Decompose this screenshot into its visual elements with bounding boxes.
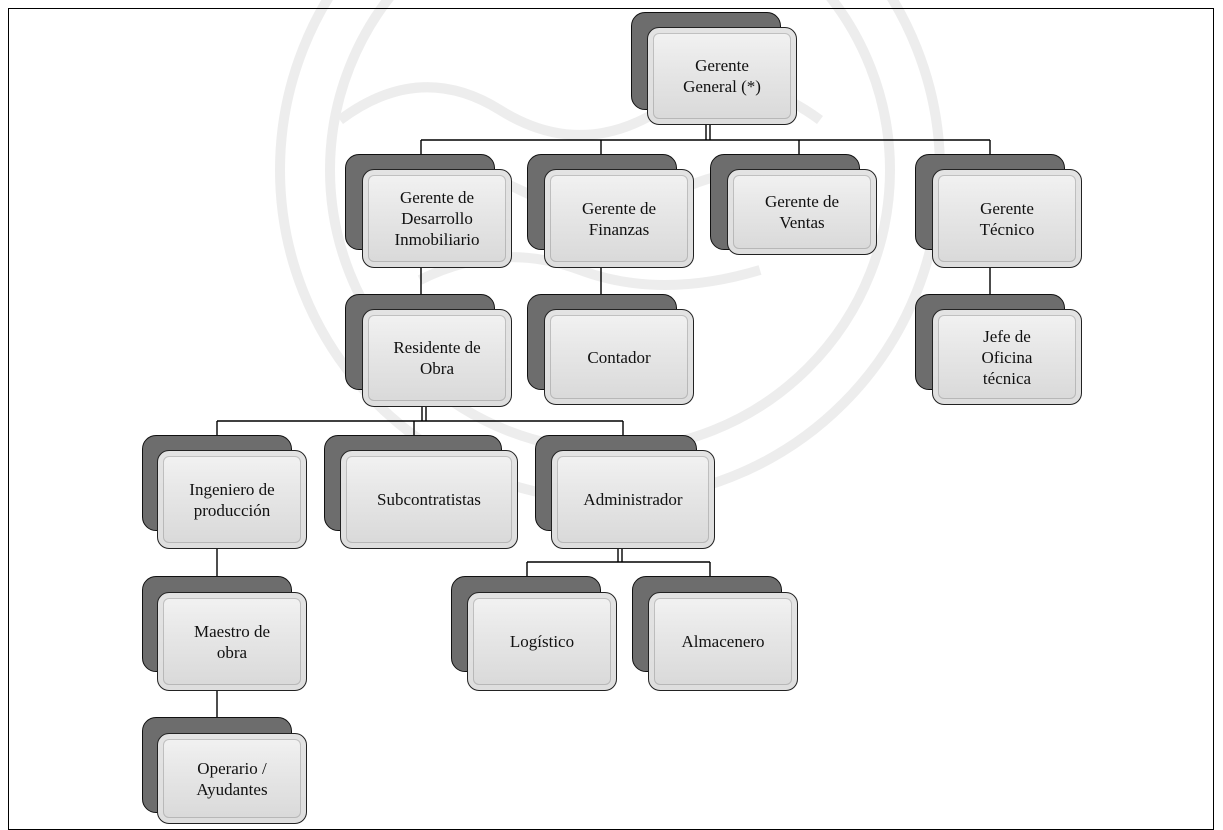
node-label: Gerente General (*) — [683, 56, 761, 96]
node-label: Gerente de Finanzas — [581, 198, 657, 239]
node-label: Contador — [587, 347, 651, 367]
node-label: Maestro de obra — [193, 621, 270, 662]
node-label: Residente de Obra — [393, 338, 481, 378]
node-label: Ingeniero de producción — [189, 479, 275, 520]
node-label: Operario / Ayudantes — [196, 758, 268, 799]
node-label: Subcontratistas — [377, 490, 481, 509]
node-label: Jefe de Oficina técnica — [981, 326, 1033, 388]
node-label: Logístico — [509, 632, 575, 651]
node-label: Gerente Técnico — [979, 198, 1035, 239]
node-label: Administrador — [583, 490, 683, 509]
node-label: Gerente de Desarrollo Inmobiliario — [394, 188, 480, 249]
node-label: Almacenero — [681, 632, 765, 651]
node-label: Gerente de Ventas — [764, 192, 840, 232]
